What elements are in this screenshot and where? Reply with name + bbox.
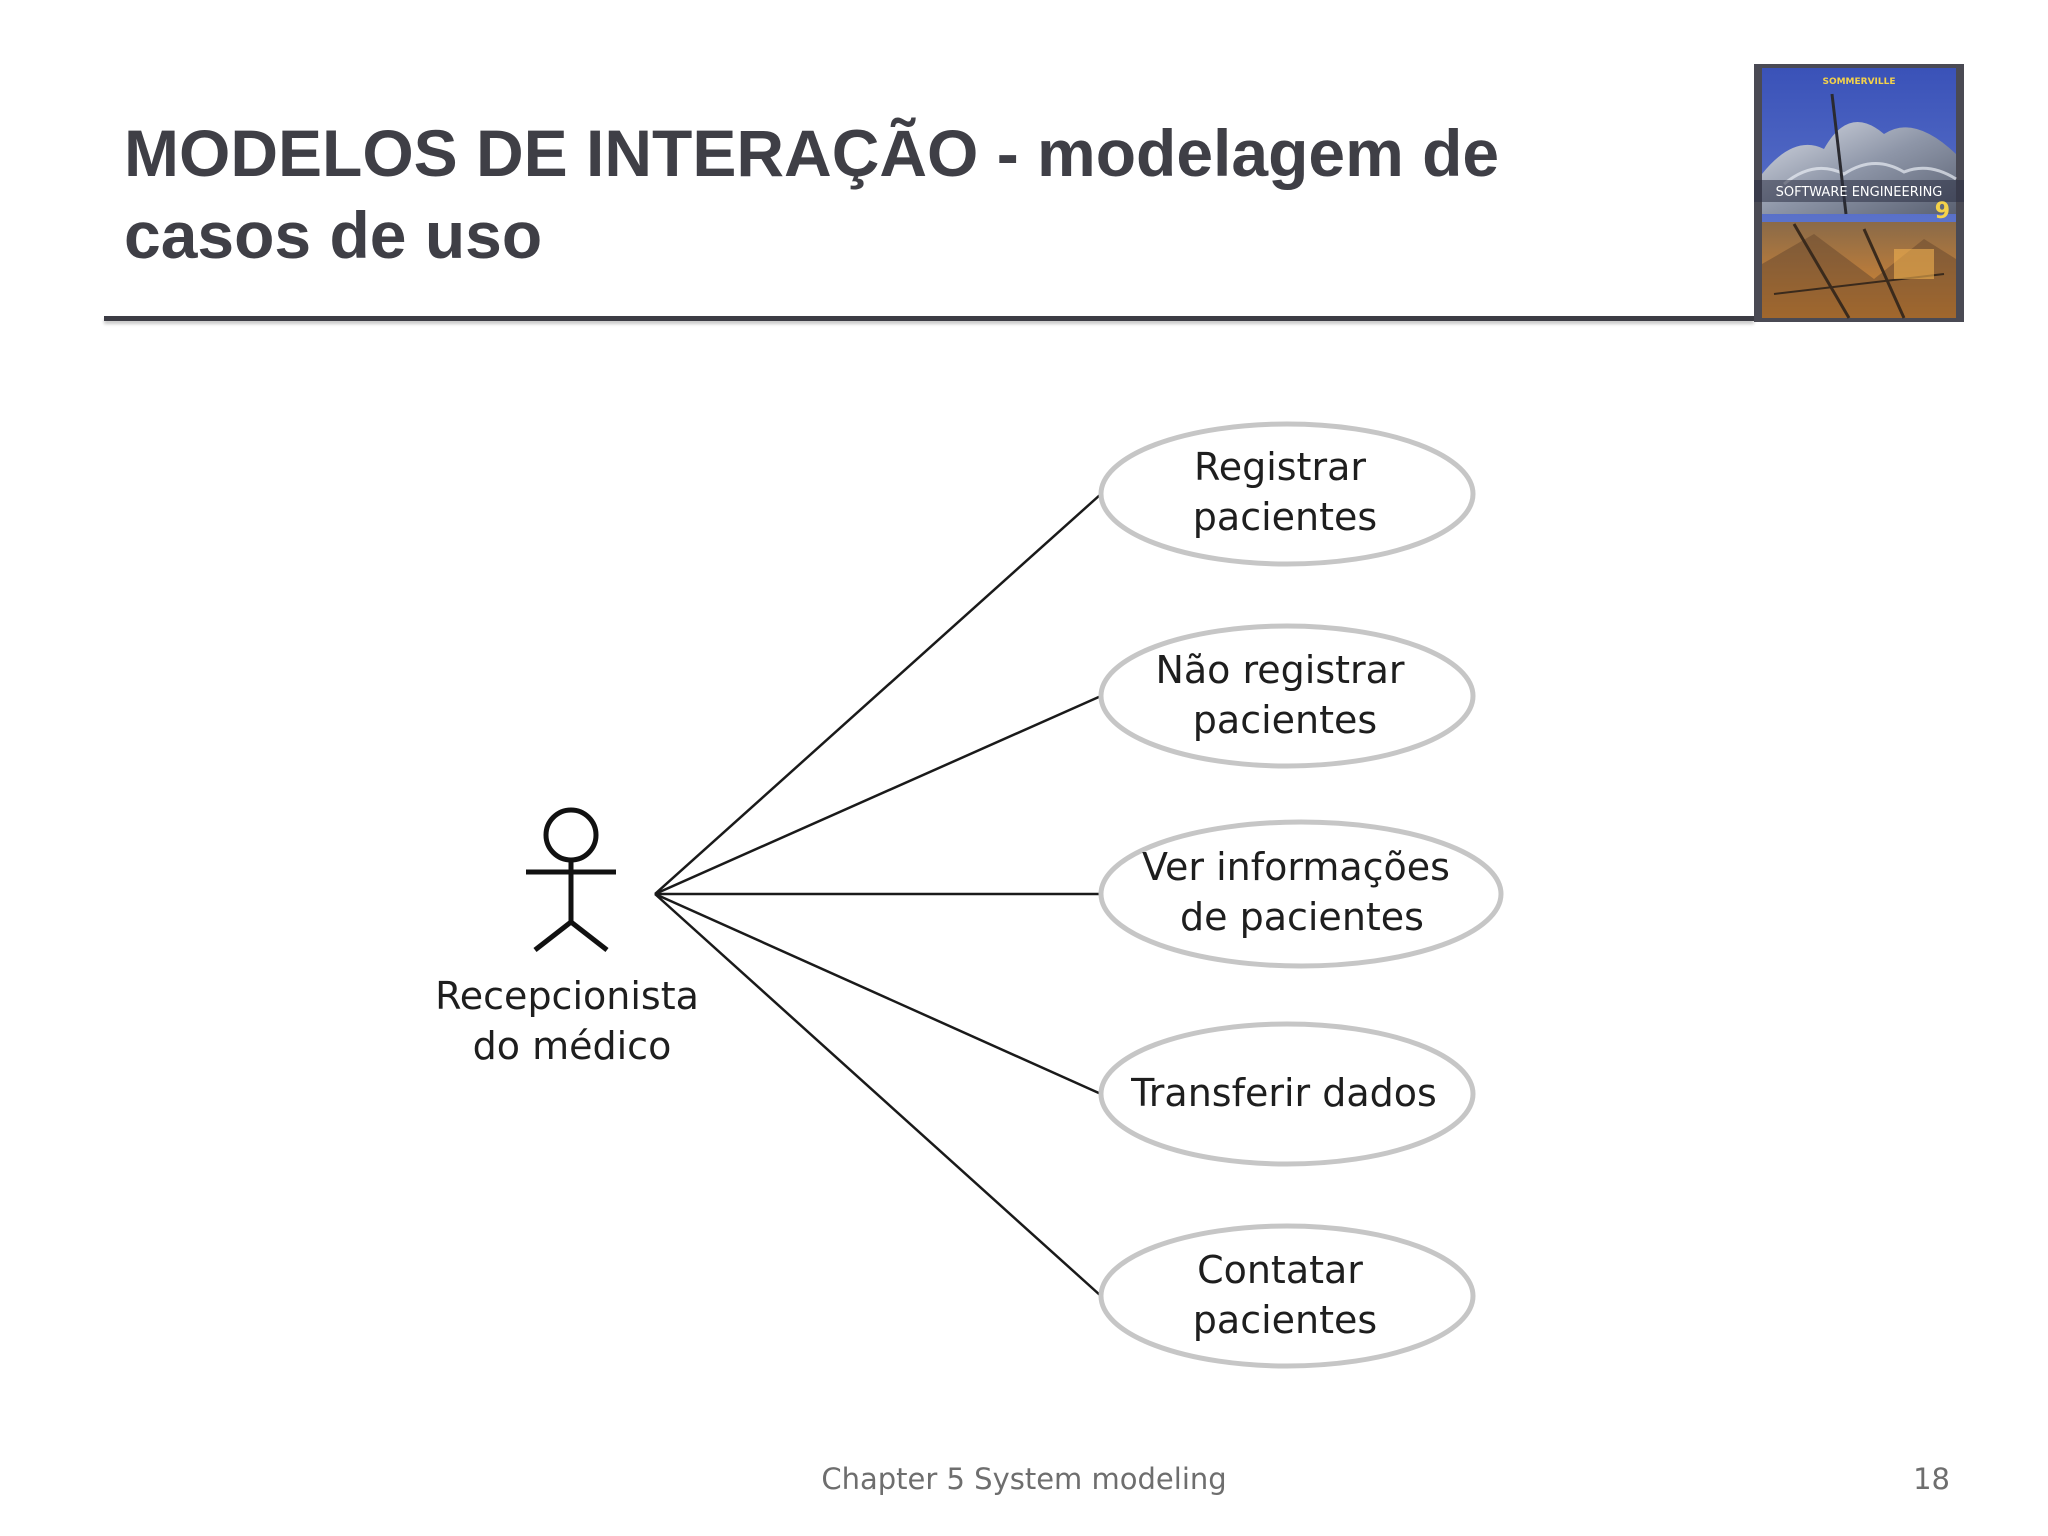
use-case-label-ver-line2: de pacientes — [1180, 895, 1424, 939]
actor-name-line2: do médico — [473, 1024, 672, 1068]
title-divider — [104, 316, 1754, 321]
slide-title-line2: casos de uso — [124, 198, 543, 272]
use-case-transferir-dados — [1098, 1021, 1476, 1167]
use-case-label-nao-registrar-line2: pacientes — [1193, 698, 1377, 742]
association-line-transferir — [654, 892, 1102, 1096]
book-cover-image: SOMMERVILLE SOFTWARE ENGINEERING 9 — [1754, 64, 1964, 322]
use-case-label-transferir: Transferir dados — [1130, 1071, 1437, 1115]
slide-title-line1: MODELOS DE INTERAÇÃO - modelagem de — [124, 116, 1500, 190]
book-cover-subject: SOFTWARE ENGINEERING — [1776, 185, 1943, 200]
actor-name-line1: Recepcionista — [435, 974, 699, 1018]
association-line-nao-registrar — [654, 694, 1102, 896]
actor-stick-figure — [526, 807, 616, 952]
use-case-label-contatar-line1: Contatar — [1197, 1248, 1363, 1292]
book-cover-author: SOMMERVILLE — [1822, 77, 1895, 87]
book-cover-edition: 9 — [1935, 199, 1950, 224]
association-line-registrar — [654, 493, 1102, 895]
use-case-contatar-pacientes — [1098, 1223, 1476, 1369]
use-case-nao-registrar-pacientes — [1098, 623, 1476, 769]
footer-page-number: 18 — [1913, 1462, 1950, 1496]
use-case-registrar-pacientes — [1098, 421, 1476, 567]
slide-title: MODELOS DE INTERAÇÃO - modelagem de caso… — [124, 112, 1684, 276]
use-case-label-registrar-line2: pacientes — [1193, 495, 1377, 539]
footer-chapter-label: Chapter 5 System modeling — [821, 1462, 1227, 1496]
association-line-contatar — [654, 893, 1102, 1297]
use-case-label-registrar-line1: Registrar — [1194, 445, 1366, 489]
use-case-ver-informacoes — [1098, 819, 1504, 969]
use-case-label-ver-line1: Ver informações — [1142, 845, 1450, 889]
use-case-label-nao-registrar-line1: Não registrar — [1155, 648, 1404, 692]
use-case-label-contatar-line2: pacientes — [1193, 1298, 1377, 1342]
